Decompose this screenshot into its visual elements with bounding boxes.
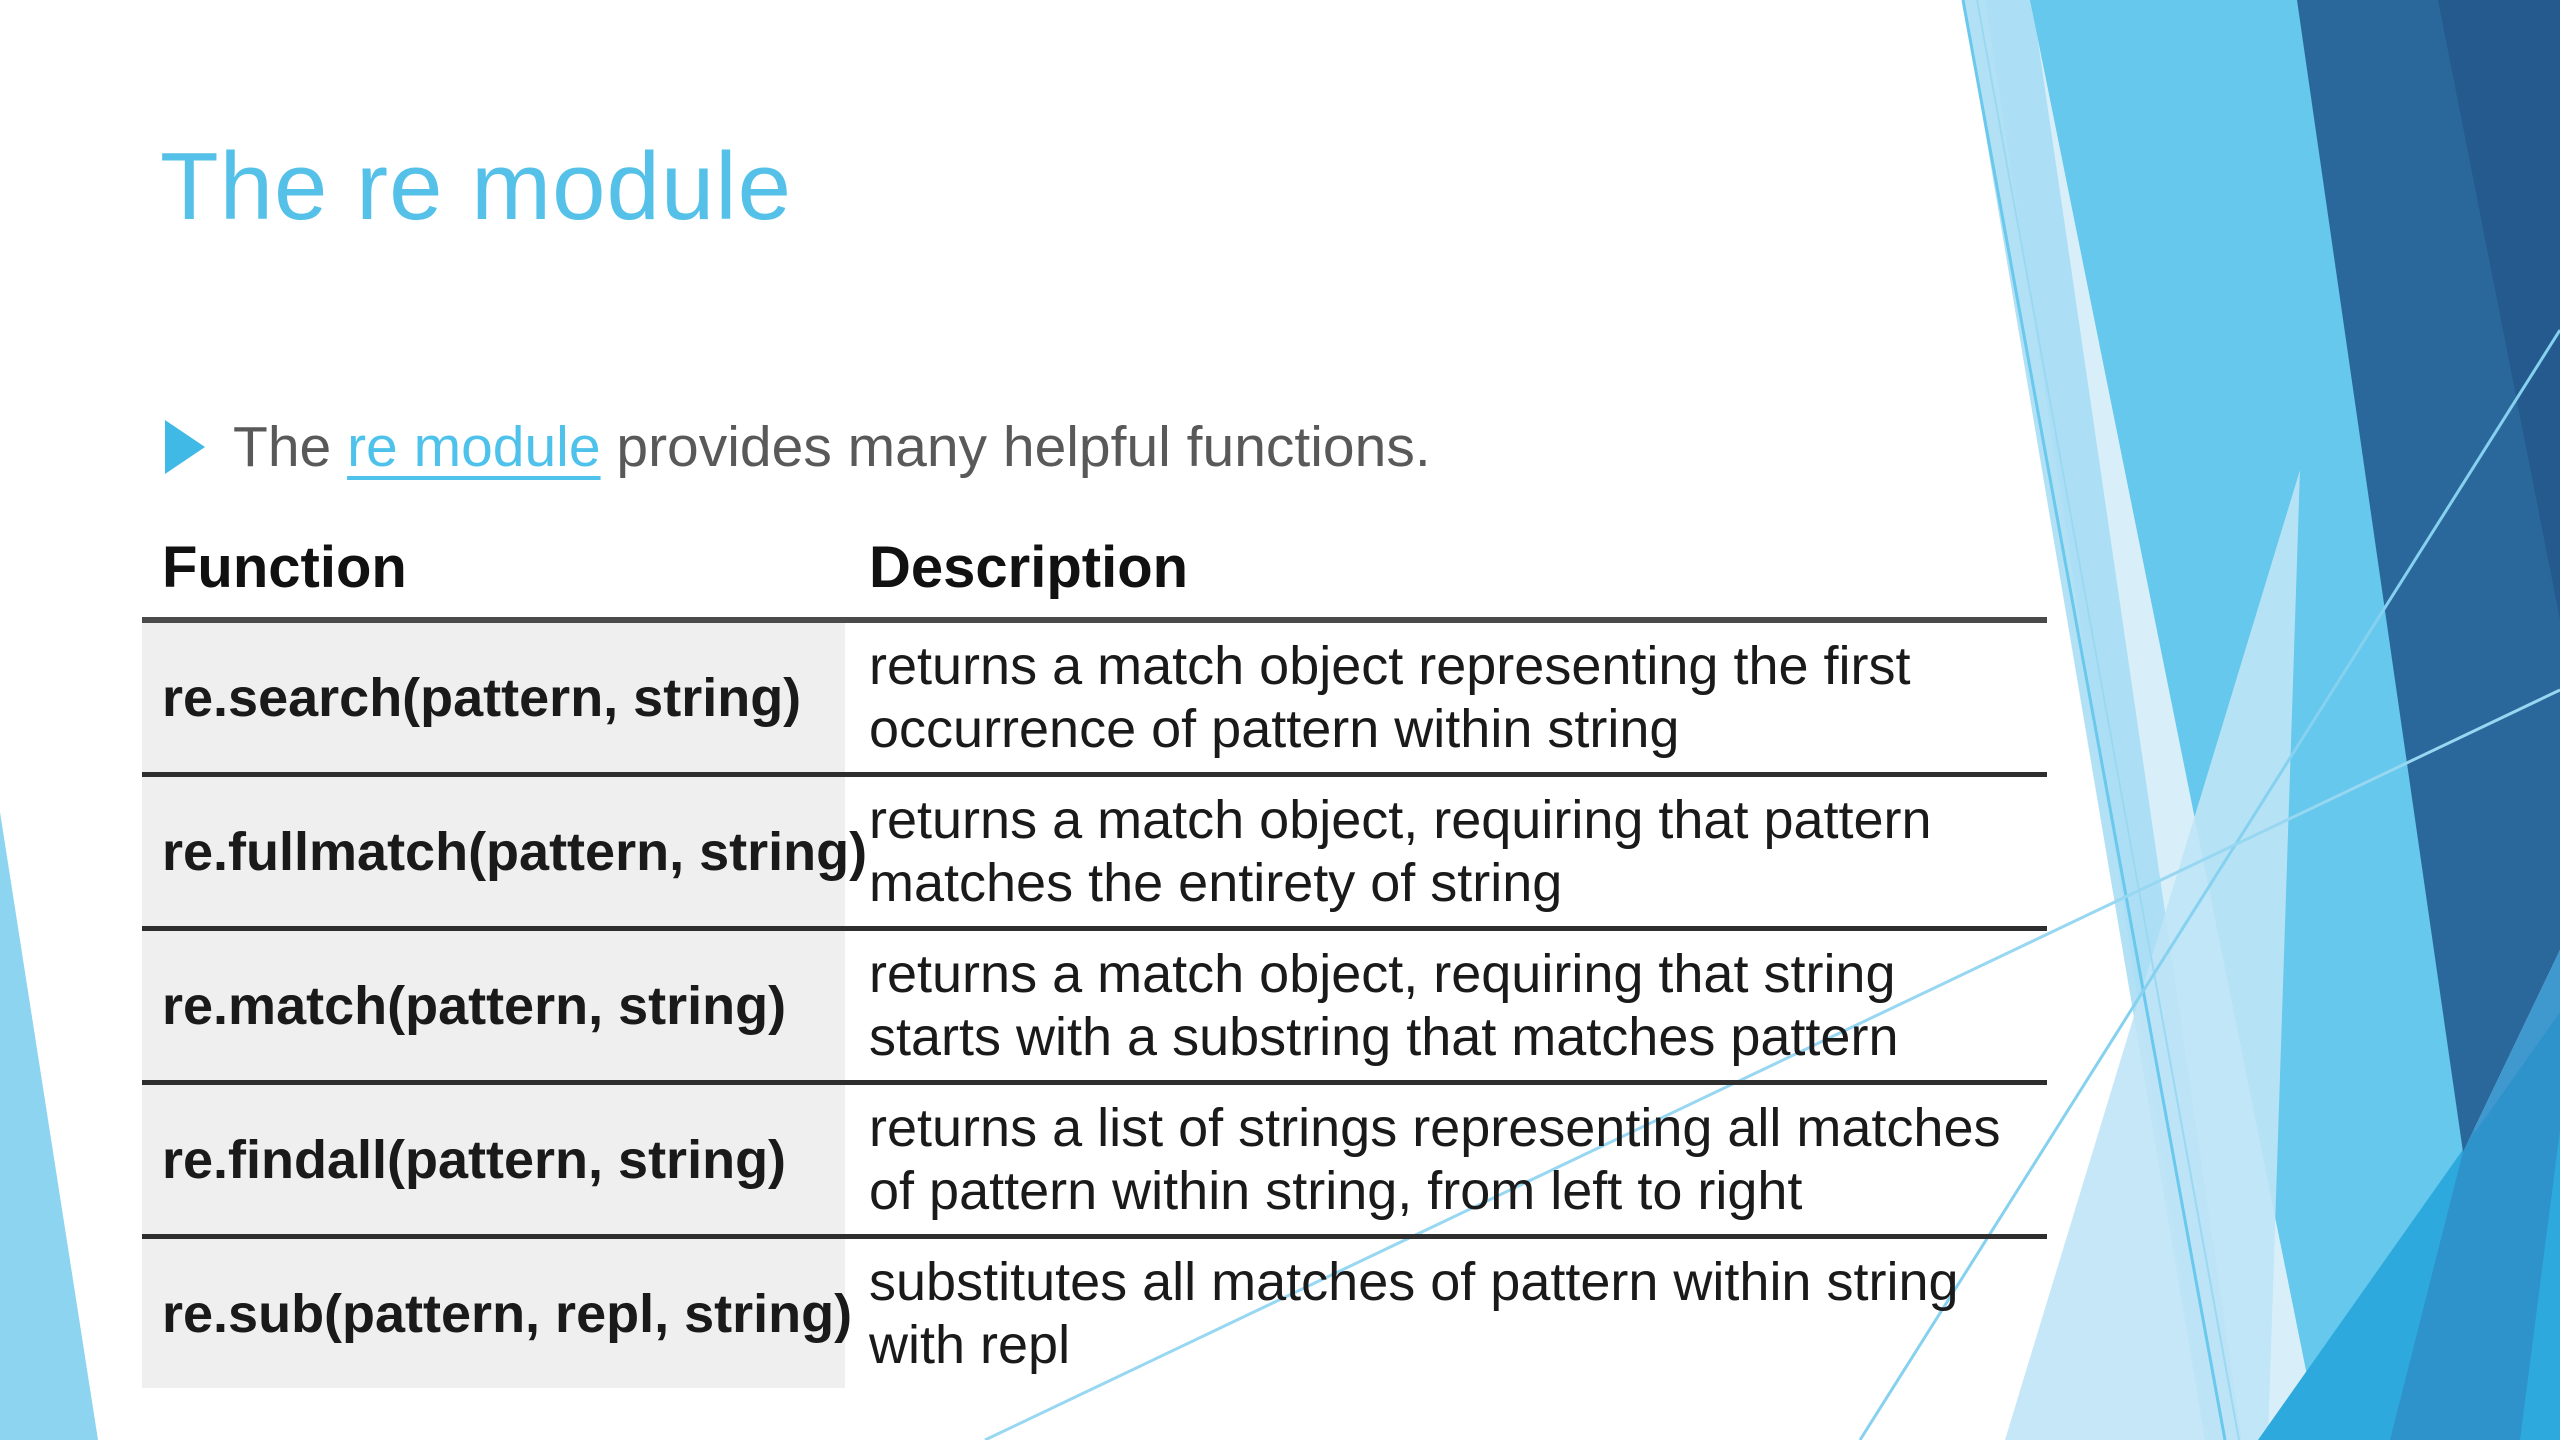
function-cell: re.search(pattern, string) [142, 620, 845, 777]
table-row: re.findall(pattern, string) returns a li… [142, 1082, 2047, 1239]
decor-mid-blue-stripe [2390, 950, 2560, 1440]
description-cell: returns a match object, requiring that s… [845, 928, 2047, 1085]
bottom-left-wedge-decoration [0, 812, 98, 1440]
description-cell: returns a match object representing the … [845, 620, 2047, 777]
description-cell: returns a match object, requiring that p… [845, 774, 2047, 931]
table-row: re.match(pattern, string) returns a matc… [142, 928, 2047, 1085]
description-cell: substitutes all matches of pattern withi… [869, 1251, 1959, 1375]
right-facet-decoration [984, 0, 2560, 1440]
description-cell: returns a list of strings representing a… [845, 1082, 2047, 1239]
table-header-function: Function [142, 520, 845, 623]
table-row: re.sub(pattern, repl, string) substitute… [142, 1236, 2047, 1388]
function-cell: re.sub(pattern, repl, string) [142, 1236, 852, 1388]
decor-navy-dark-corner [2438, 0, 2560, 620]
bullet-text-pre: The [233, 415, 348, 479]
function-cell: re.match(pattern, string) [142, 928, 845, 1085]
table-header-row: Function Description [142, 520, 2047, 623]
decor-pale-wedge [2005, 470, 2300, 1440]
decor-thin-line-left-b [1976, 0, 2240, 1440]
decor-thin-line-steep [1858, 329, 2560, 1440]
table-row: re.search(pattern, string) returns a mat… [142, 620, 2047, 777]
bullet-text: The re module provides many helpful func… [233, 414, 1431, 480]
table-row: re.fullmatch(pattern, string) returns a … [142, 774, 2047, 931]
function-cell: re.fullmatch(pattern, string) [142, 774, 867, 931]
function-cell: re.findall(pattern, string) [142, 1082, 845, 1239]
page-title: The re module [160, 133, 792, 240]
table-header-description: Description [845, 520, 2047, 623]
functions-table: Function Description re.search(pattern, … [142, 520, 2047, 1388]
decor-navy-wedge [2297, 0, 2560, 1152]
intro-bullet: The re module provides many helpful func… [165, 414, 1431, 480]
bullet-text-post: provides many helpful functions. [600, 415, 1431, 479]
bullet-triangle-icon [165, 420, 205, 474]
decor-thin-line-left-a [1961, 0, 2227, 1440]
re-module-link[interactable]: re module [347, 415, 601, 479]
